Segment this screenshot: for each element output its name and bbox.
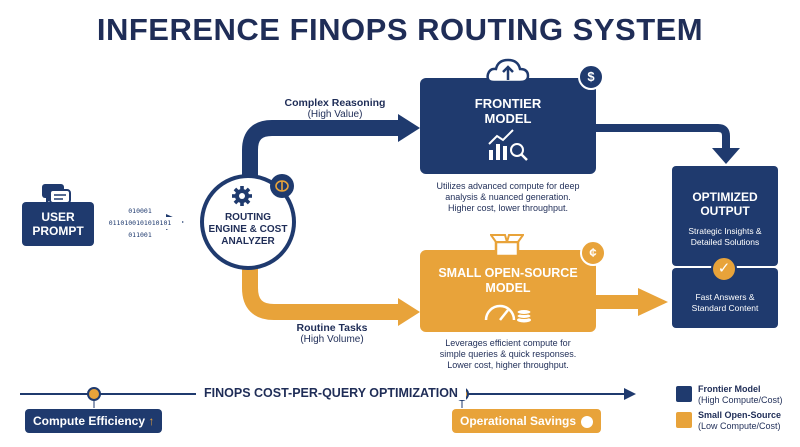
upper-route-sub: (High Value) xyxy=(307,109,363,120)
chat-icon xyxy=(42,184,71,204)
legend-text-frontier: Frontier Model (High Compute/Cost) xyxy=(698,384,783,406)
gauge-coins-icon xyxy=(484,304,532,323)
binary-stream: 010001 0110100101010101 011001 xyxy=(98,205,182,241)
chart-magnifier-icon xyxy=(488,129,528,161)
output-bottom-2: Standard Content xyxy=(691,303,759,313)
frontier-desc-2: analysis & nuanced generation. xyxy=(445,192,571,202)
cloud-upload-icon xyxy=(486,58,530,84)
binary-line3: 011001 xyxy=(128,231,152,239)
upper-route-label: Complex Reasoning (High Value) xyxy=(270,97,400,120)
lower-route-arrowhead xyxy=(398,298,420,326)
user-prompt-box: USER PROMPT xyxy=(22,202,94,246)
router-line1: ROUTING xyxy=(224,212,272,223)
small-to-output-arrowhead xyxy=(638,288,668,316)
lower-route-label: Routine Tasks (High Volume) xyxy=(272,322,392,345)
router-line2: ENGINE & COST xyxy=(208,224,288,235)
output-top-1: Strategic Insights & xyxy=(688,226,762,236)
dollar-badge: $ xyxy=(578,64,604,90)
upper-route-title: Complex Reasoning xyxy=(284,97,386,109)
frontier-desc-1: Utilizes advanced compute for deep xyxy=(436,181,580,191)
brain-icon xyxy=(275,180,289,192)
router-circle xyxy=(200,174,296,270)
legend-swatch-frontier xyxy=(676,386,692,402)
checkmark-icon: ✓ xyxy=(711,256,737,282)
legend-frontier-sub: (High Compute/Cost) xyxy=(698,395,783,405)
axis-arrowhead xyxy=(624,388,636,400)
lower-route-arrow xyxy=(242,262,400,320)
coins-icon xyxy=(581,415,594,428)
legend-frontier-title: Frontier Model xyxy=(698,384,761,394)
arrow-up-icon: ↑ xyxy=(148,414,155,428)
user-prompt-line2: PROMPT xyxy=(32,224,84,238)
frontier-line2: MODEL xyxy=(484,111,532,126)
compute-efficiency-label: Compute Efficiency xyxy=(33,414,146,428)
output-bottom-1: Fast Answers & xyxy=(695,292,755,302)
upper-route-arrow xyxy=(242,120,400,182)
small-desc-2: simple queries & quick responses. xyxy=(439,349,577,359)
output-line1: OPTIMIZED xyxy=(692,190,758,204)
upper-route-arrowhead xyxy=(398,114,420,142)
output-line2: OUTPUT xyxy=(700,204,750,218)
operational-savings-badge: Operational Savings xyxy=(452,409,602,433)
router-label: ROUTING ENGINE & COST ANALYZER xyxy=(202,212,294,248)
legend-text-small: Small Open-Source (Low Compute/Cost) xyxy=(698,410,781,432)
small-line1: SMALL OPEN-SOURCE xyxy=(438,266,578,280)
legend-small-title: Small Open-Source xyxy=(698,410,782,420)
small-line2: MODEL xyxy=(485,281,531,295)
lower-route-title: Routine Tasks xyxy=(296,322,368,334)
lower-route-sub: (High Volume) xyxy=(300,334,364,345)
frontier-desc-3: Higher cost, lower throughput. xyxy=(447,203,569,213)
frontier-to-output-arrow xyxy=(596,124,730,150)
binary-line2: 0110100101010101 xyxy=(98,217,182,229)
small-desc-1: Leverages efficient compute for xyxy=(445,338,571,348)
legend-swatch-small xyxy=(676,412,692,428)
legend-small-sub: (Low Compute/Cost) xyxy=(698,421,781,431)
axis-marker-left xyxy=(87,387,101,401)
frontier-model-box: FRONTIER MODEL xyxy=(420,78,596,174)
frontier-line1: FRONTIER xyxy=(474,96,542,111)
binary-line1: 010001 xyxy=(128,207,152,215)
cent-badge: ¢ xyxy=(580,240,606,266)
router-line3: ANALYZER xyxy=(221,236,275,247)
user-prompt-line1: USER xyxy=(41,210,75,224)
gear-icon xyxy=(232,186,252,206)
small-model-box: SMALL OPEN-SOURCE MODEL xyxy=(420,250,596,332)
small-desc-3: Lower cost, higher throughput. xyxy=(447,360,569,370)
optimized-output-top: OPTIMIZED OUTPUT Strategic Insights & De… xyxy=(672,166,778,266)
small-description: Leverages efficient compute for simple q… xyxy=(418,338,598,371)
frontier-to-output-arrowhead xyxy=(712,148,740,164)
frontier-description: Utilizes advanced compute for deep analy… xyxy=(418,181,598,214)
page-title: INFERENCE FINOPS ROUTING SYSTEM xyxy=(96,12,704,47)
output-top-2: Detailed Solutions xyxy=(690,237,760,247)
open-box-icon xyxy=(490,234,524,258)
axis-label: FINOPS COST-PER-QUERY OPTIMIZATION xyxy=(196,386,466,400)
compute-efficiency-badge: Compute Efficiency ↑ xyxy=(25,409,163,433)
operational-savings-label: Operational Savings xyxy=(460,414,577,428)
